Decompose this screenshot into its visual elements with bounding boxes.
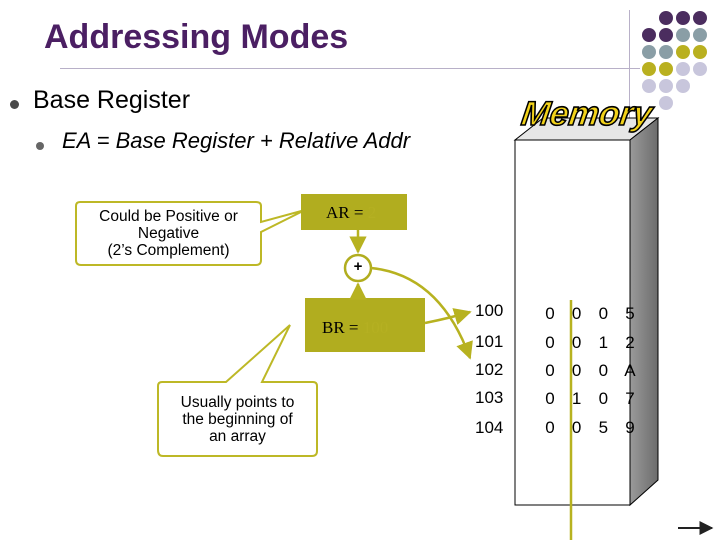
memory-digit: 0 xyxy=(545,304,555,323)
ar-value: 2 xyxy=(367,203,377,222)
decorative-dot xyxy=(659,79,673,93)
callout-line: (2’s Complement) xyxy=(107,242,230,259)
memory-digit: 5 xyxy=(598,418,609,437)
callout-line: Could be Positive or xyxy=(99,208,238,225)
sub-bullet-dot-icon xyxy=(36,142,44,150)
callout-line: Negative xyxy=(137,225,200,242)
callout-text-positive-negative: Could be Positive or Negative (2’s Compl… xyxy=(76,208,261,259)
memory-digit: 7 xyxy=(625,389,635,408)
decorative-dot xyxy=(659,62,673,76)
ar-register-label: AR = 2 xyxy=(326,203,376,223)
decorative-dot xyxy=(676,62,690,76)
memory-logo-text: Memory xyxy=(519,95,657,133)
decorative-dot xyxy=(676,11,690,25)
memory-address: 100 xyxy=(475,301,504,320)
memory-digit: A xyxy=(624,361,636,380)
decorative-dot xyxy=(693,28,707,42)
bullet-ea-formula: EA = Base Register + Relative Addr xyxy=(62,128,411,153)
decorative-dot xyxy=(676,28,690,42)
br-to-100-arrow xyxy=(424,308,472,325)
br-register-label: BR = 100 xyxy=(322,318,388,338)
adder-plus-sign: + xyxy=(353,258,363,275)
title-underline-rule xyxy=(60,68,640,69)
memory-digit: 5 xyxy=(625,304,635,323)
title-vertical-rule xyxy=(629,10,630,155)
memory-digit: 9 xyxy=(625,418,635,437)
memory-address: 102 xyxy=(475,360,504,379)
callout-text-array: Usually points to the beginning of an ar… xyxy=(158,394,317,445)
memory-digit: 0 xyxy=(545,361,555,380)
decorative-dot xyxy=(659,45,673,59)
bullet-dot-icon xyxy=(10,100,19,109)
ar-label: AR = xyxy=(326,203,368,222)
decorative-dot xyxy=(676,79,690,93)
br-value: 100 xyxy=(362,318,389,337)
memory-digit: 0 xyxy=(545,418,555,437)
callout-line: an array xyxy=(209,428,266,445)
decorative-dot xyxy=(676,45,690,59)
memory-digit: 1 xyxy=(571,389,582,408)
bullet-base-register: Base Register xyxy=(33,86,191,114)
memory-digit: 0 xyxy=(545,333,555,352)
decorative-dot xyxy=(659,28,673,42)
memory-digit: 1 xyxy=(598,333,609,352)
adder-to-102-arrow xyxy=(370,266,473,360)
memory-digit: 2 xyxy=(625,333,635,352)
memory-address: 104 xyxy=(475,418,504,437)
ar-register-box xyxy=(301,194,407,230)
memory-address: 103 xyxy=(475,388,504,407)
memory-digit: 0 xyxy=(571,333,582,352)
memory-block-front xyxy=(514,139,631,506)
br-register-box xyxy=(305,298,425,352)
decorative-dot xyxy=(642,79,656,93)
decorative-dot xyxy=(642,28,656,42)
decorative-dot xyxy=(693,11,707,25)
decorative-dot xyxy=(642,45,656,59)
callout-bubble-array xyxy=(157,324,318,457)
callout-line: Usually points to xyxy=(180,394,295,411)
decorative-dot xyxy=(642,62,656,76)
memory-digit: 0 xyxy=(571,304,582,323)
memory-address: 101 xyxy=(475,332,504,351)
decorative-dot xyxy=(659,11,673,25)
memory-digit: 0 xyxy=(571,361,582,380)
memory-digit: 0 xyxy=(598,304,609,323)
memory-digit: 0 xyxy=(598,389,609,408)
memory-digit: 0 xyxy=(545,389,555,408)
decorative-dot xyxy=(693,45,707,59)
callout-bubble-positive-negative xyxy=(75,201,306,266)
decorative-dot xyxy=(693,62,707,76)
memory-digit: 0 xyxy=(598,361,609,380)
slide-title: Addressing Modes xyxy=(44,18,349,56)
memory-digit: 0 xyxy=(571,418,582,437)
callout-line: the beginning of xyxy=(182,411,293,428)
br-label: BR = xyxy=(322,318,363,337)
decorative-dot xyxy=(659,96,673,110)
